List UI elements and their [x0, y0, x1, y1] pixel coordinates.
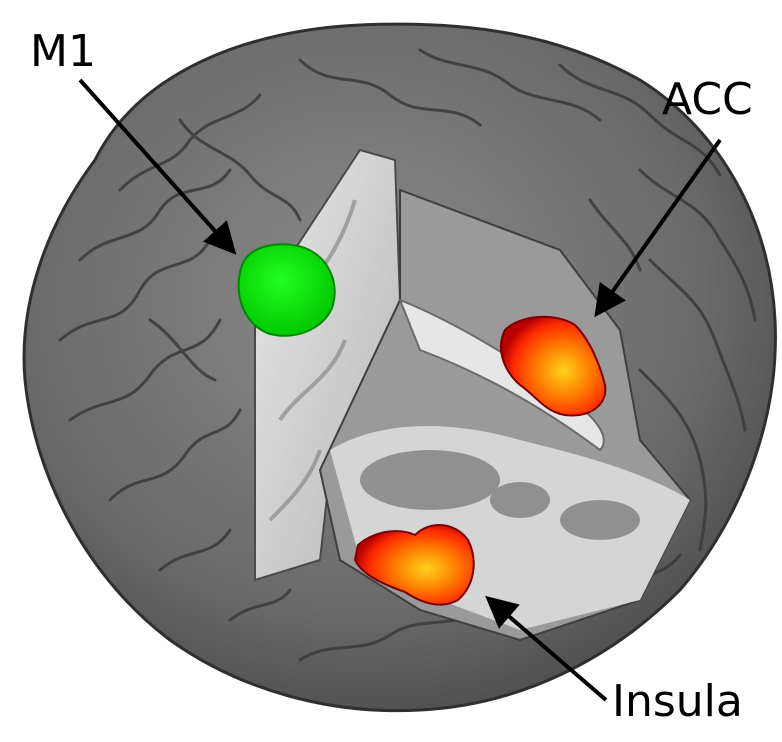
acc-label: ACC: [662, 78, 753, 122]
m1-region: [239, 244, 335, 335]
insula-label: Insula: [612, 680, 743, 724]
m1-label: M1: [30, 30, 96, 74]
